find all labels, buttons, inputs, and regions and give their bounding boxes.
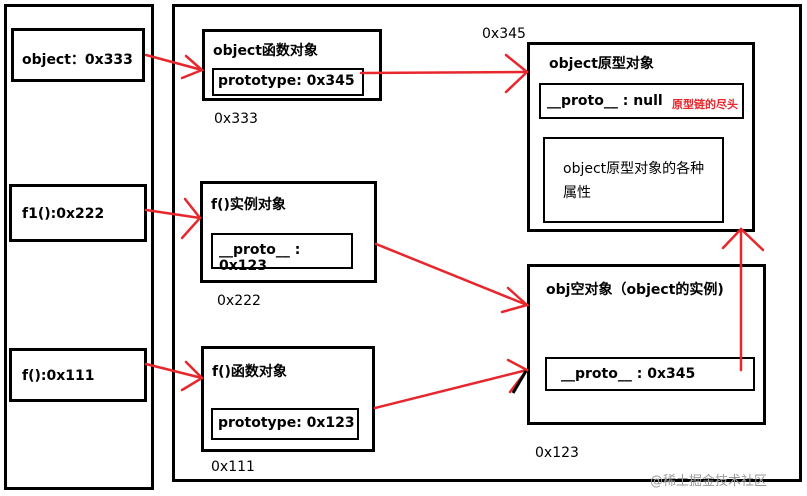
object-prototype-field: prototype: 0x345 (212, 68, 364, 96)
empty-object-box: obj空对象（object的实例) __proto__ : 0x345 (527, 264, 766, 425)
arrowhead-object-to-func (180, 54, 205, 80)
var-object-label: object：0x333 (22, 52, 133, 68)
addr-0x111: 0x111 (211, 459, 255, 475)
addr-0x345: 0x345 (482, 26, 526, 42)
f-instance-title: f()实例对象 (211, 197, 286, 213)
object-proto-null-text: __proto__ : null (547, 93, 663, 109)
arrow-f-to-func (144, 362, 204, 380)
var-f-label: f():0x111 (22, 368, 95, 384)
object-prototype-box: object原型对象 __proto__ : null 原型链的尽头 objec… (527, 42, 755, 232)
empty-object-title: obj空对象（object的实例) (546, 282, 724, 298)
f-instance-proto-field: __proto__ : 0x123 (211, 233, 353, 274)
arrowhead-fproto-to-obj (506, 358, 529, 394)
addr-0x333: 0x333 (214, 111, 258, 127)
object-proto-null-field: __proto__ : null 原型链的尽头 (539, 83, 744, 119)
var-f1-label: f1():0x222 (22, 206, 105, 222)
black-arrow-tick (511, 370, 528, 394)
addr-0x123: 0x123 (535, 445, 579, 461)
arrow-instance-to-obj (374, 242, 529, 307)
f-function-box: f()函数对象 prototype: 0x123 (201, 346, 375, 452)
f-instance-box: f()实例对象 __proto__ : 0x123 (200, 181, 377, 283)
arrowhead-f1-to-instance (180, 197, 202, 240)
arrowhead-instance-to-obj (500, 286, 530, 314)
object-prototype-text: prototype: 0x345 (218, 73, 355, 89)
object-props-box: object原型对象的各种属性 (543, 137, 724, 223)
f-prototype-text: prototype: 0x123 (218, 415, 355, 431)
arrow-fproto-to-obj (373, 368, 529, 410)
object-props-text: object原型对象的各种属性 (563, 161, 705, 201)
object-function-title: object函数对象 (213, 43, 318, 59)
stack-panel (4, 4, 154, 490)
object-function-box: object函数对象 prototype: 0x345 (202, 29, 382, 101)
watermark: @稀土掘金技术社区 (650, 474, 768, 489)
var-object: object：0x333 (11, 28, 145, 82)
arrowhead-f-to-func (180, 360, 205, 392)
addr-0x222: 0x222 (217, 293, 261, 309)
f-instance-proto-text: __proto__ : 0x123 (219, 242, 301, 274)
arrow-object-to-func (144, 53, 204, 72)
arrowhead-prototype-to-proto (504, 53, 529, 94)
f-prototype-field: prototype: 0x123 (211, 408, 359, 440)
chain-end-note: 原型链的尽头 (672, 98, 738, 111)
var-f1: f1():0x222 (9, 184, 147, 242)
empty-object-proto-field: __proto__ : 0x345 (545, 357, 755, 391)
object-prototype-title: object原型对象 (549, 56, 654, 72)
empty-object-proto-text: __proto__ : 0x345 (561, 366, 696, 382)
arrow-f1-to-instance (144, 208, 202, 220)
arrow-prototype-to-proto (359, 70, 529, 75)
arrowhead-obj-to-proto (721, 227, 765, 252)
var-f: f():0x111 (9, 348, 147, 402)
f-function-title: f()函数对象 (212, 364, 287, 380)
